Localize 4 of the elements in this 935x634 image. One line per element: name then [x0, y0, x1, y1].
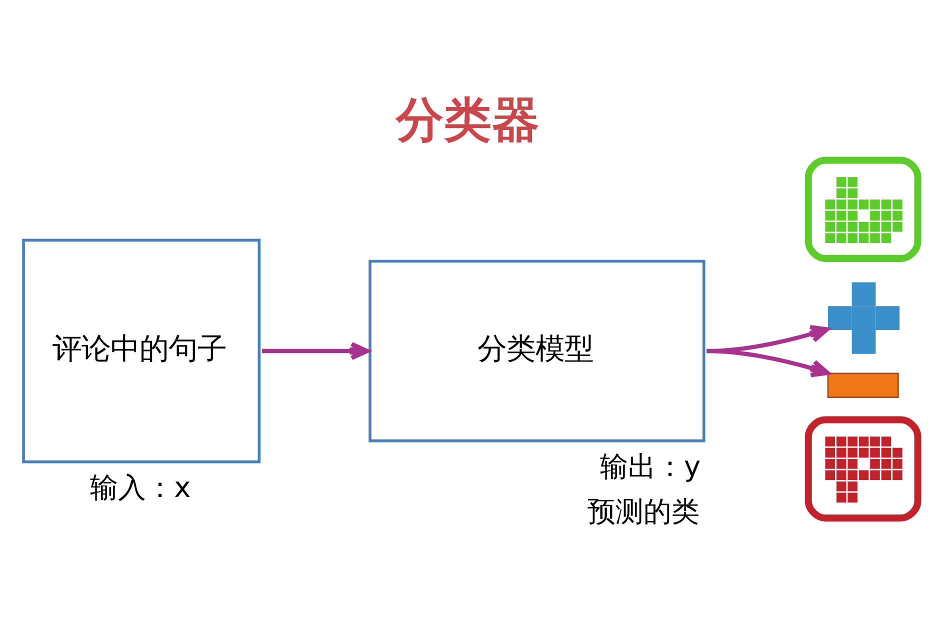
node-label: 输入：x	[90, 470, 191, 504]
diagram-title: 分类器	[396, 92, 540, 148]
node-label: 输出：y	[600, 450, 701, 483]
node-label: 预测的类	[587, 494, 700, 528]
